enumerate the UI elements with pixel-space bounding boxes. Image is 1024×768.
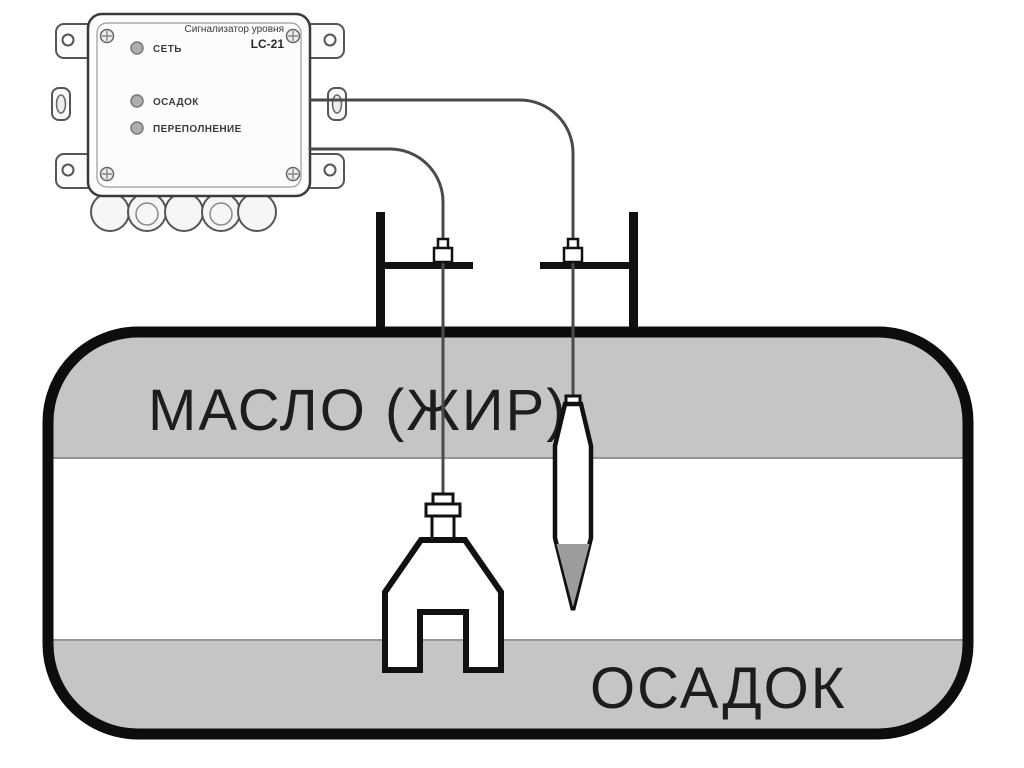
slot-icon [55,94,67,114]
cable-overflow-sensor [308,98,575,400]
gland-inner-ring [209,202,233,226]
phillips-screw-icon [99,28,115,44]
cable-fitting-left [432,246,454,264]
sediment-sensor-body [382,537,504,673]
cable-gland-icon [237,192,277,232]
sediment-sensor [382,492,504,673]
sensor-connector-collar [424,502,462,518]
phillips-screw-icon [99,166,115,182]
led-label-overflow: ПЕРЕПОЛНЕНИЕ [153,124,242,135]
led-label-sediment: ОСАДОК [153,97,199,108]
power-led-icon [130,41,144,55]
overflow-sensor [552,394,594,611]
device-model: LC-21 [251,37,285,51]
device-title: Сигнализатор уровня [184,24,284,35]
neck-wall-left [376,212,385,338]
sediment-zone [48,640,968,734]
cable-glands [90,192,277,232]
ear-hole-icon [61,33,75,47]
ear-hole-icon [323,163,337,177]
oil-zone-label: МАСЛО (ЖИР) [148,378,568,443]
cable-gland-icon [90,192,130,232]
tank-outline [42,326,974,740]
led-sediment: ОСАДОК [130,94,199,108]
cable-fittings [432,237,584,264]
cable-sediment-sensor [308,147,445,500]
cable-gland-icon [164,192,204,232]
led-power: СЕТЬ [130,41,182,55]
oil-zone [48,332,968,458]
device-panel [96,22,302,188]
phillips-screw-icon [285,28,301,44]
cable-fitting-right [562,246,584,264]
sediment-led-icon [130,94,144,108]
sediment-zone-label: ОСАДОК [590,656,847,721]
gland-inner-ring [135,202,159,226]
device-enclosure [86,12,312,198]
phillips-screw-icon [285,166,301,182]
corner-screws [99,28,301,182]
sensor-cables [308,98,575,500]
sensor-bracket-right [540,262,630,269]
ear-hole-icon [323,33,337,47]
slot-icon [331,94,343,114]
sensor-bracket-left [385,262,473,269]
neck-wall-right [629,212,638,338]
led-label-power: СЕТЬ [153,44,182,55]
overflow-sensor-tip [556,544,590,607]
ear-hole-icon [61,163,75,177]
tank-neck [376,212,638,338]
tank: МАСЛО (ЖИР) ОСАДОК [42,326,974,740]
overflow-led-icon [130,121,144,135]
led-overflow: ПЕРЕПОЛНЕНИЕ [130,121,242,135]
level-signal-device: Сигнализатор уровня LC-21 СЕТЬ ОСАДОК ПЕ… [51,12,347,232]
